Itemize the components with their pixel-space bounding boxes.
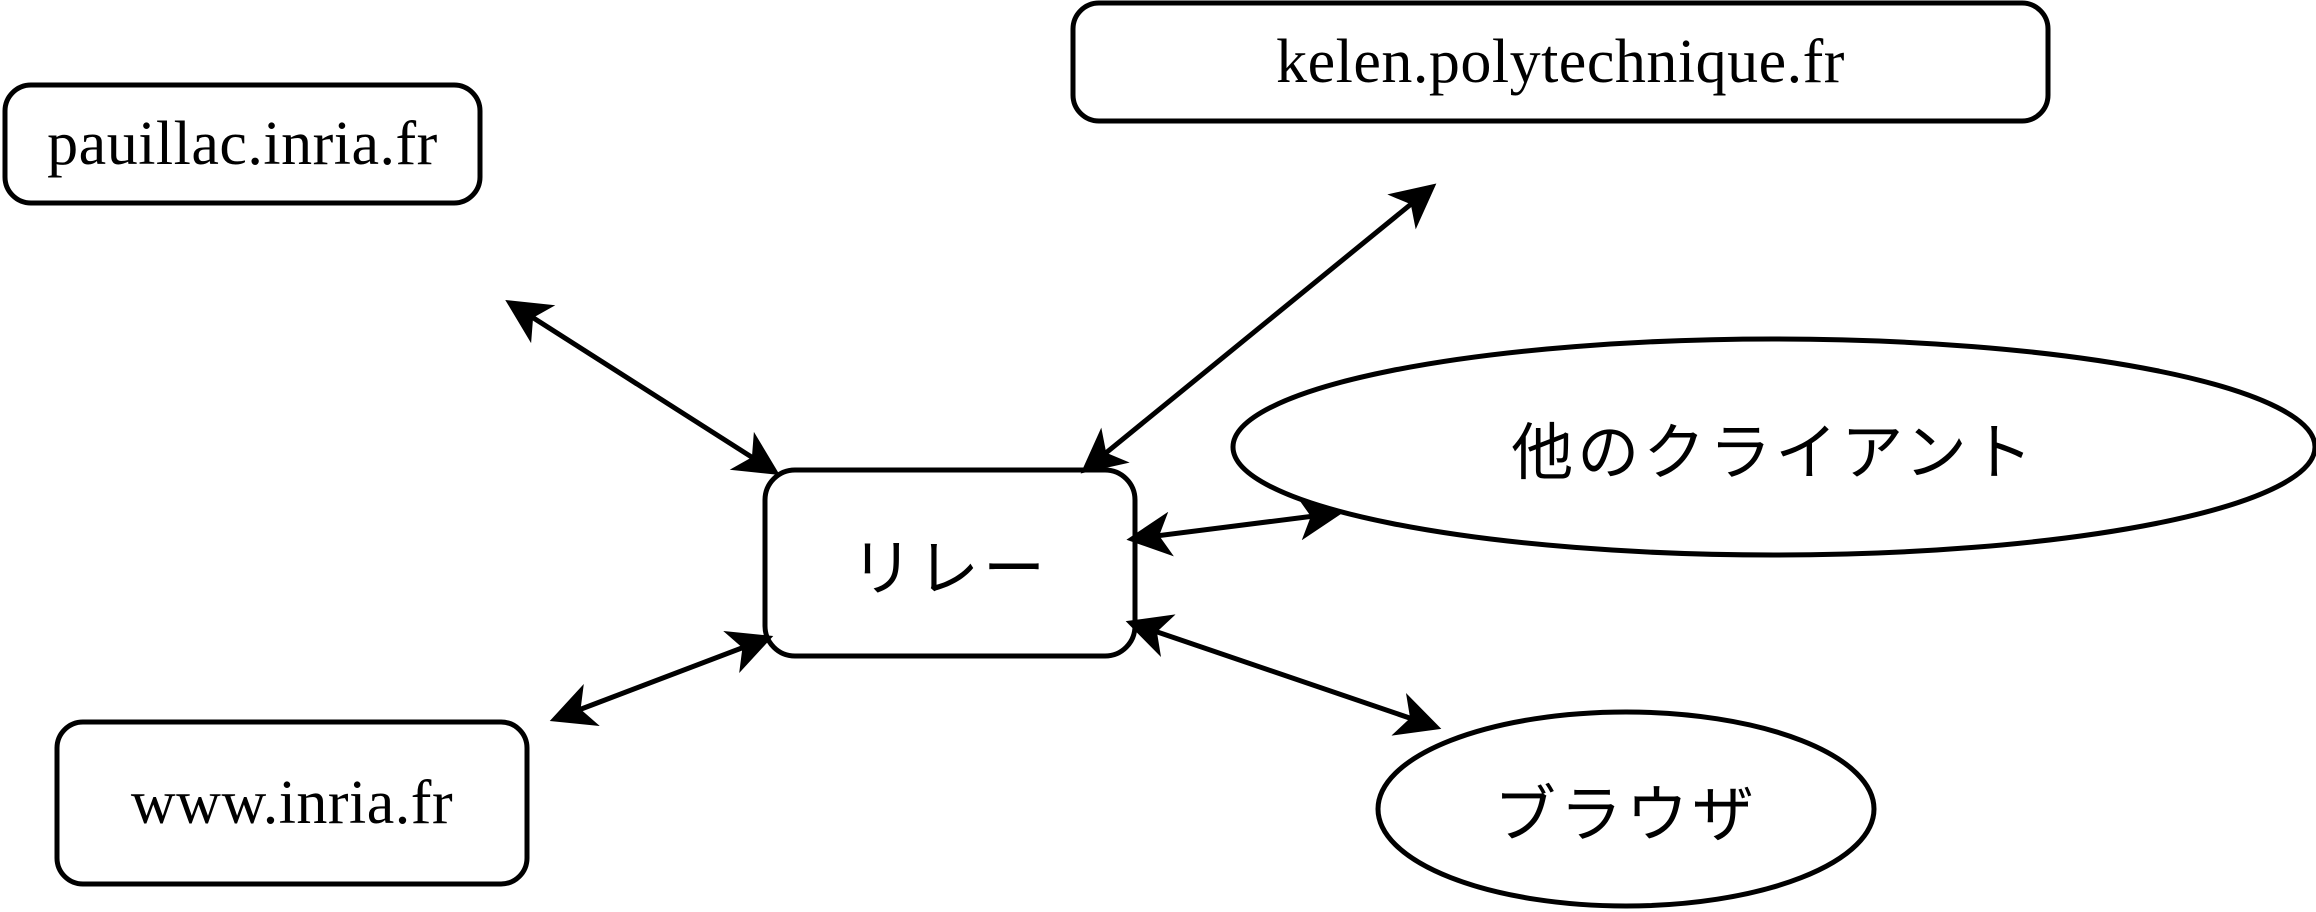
node-www[interactable]: [57, 722, 527, 884]
node-shape-kelen[interactable]: [1070, 0, 2051, 124]
edges: [505, 183, 1442, 736]
edge-relay-pauillac: [505, 299, 780, 476]
node-relay[interactable]: [765, 470, 1135, 656]
edge-relay-www: [549, 630, 774, 727]
node-kelen[interactable]: [1073, 3, 2048, 121]
node-shape-relay[interactable]: [762, 467, 1138, 659]
node-shape-pauillac[interactable]: [2, 82, 483, 206]
edge-relay-other-clients: [1126, 495, 1344, 557]
node-other-clients[interactable]: [1233, 339, 2315, 555]
node-shape-www[interactable]: [54, 719, 530, 887]
node-shape-browser[interactable]: [1375, 709, 1877, 909]
edge-relay-browser: [1125, 614, 1442, 736]
edge-relay-kelen: [1080, 183, 1437, 474]
node-browser[interactable]: [1378, 712, 1874, 906]
node-pauillac[interactable]: [5, 85, 480, 203]
